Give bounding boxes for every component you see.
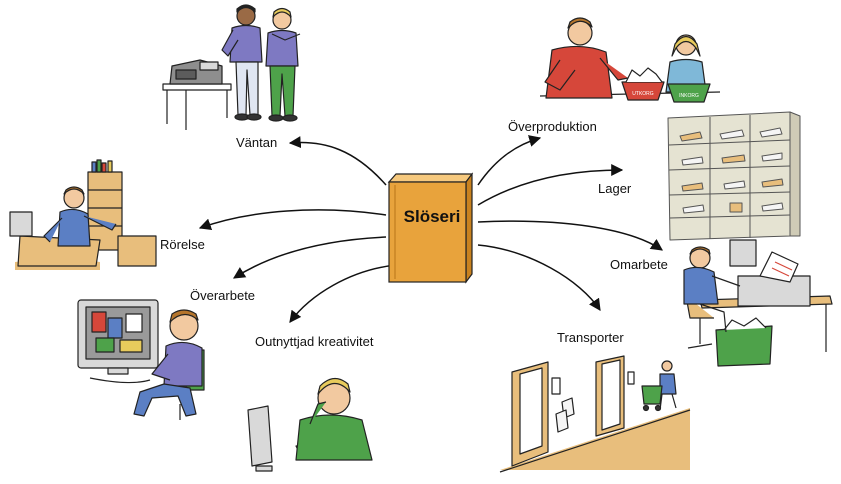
label-transporter: Transporter [557, 330, 624, 345]
illustration-transporter [499, 355, 691, 473]
illustration-lager [667, 111, 801, 241]
arrows [198, 135, 663, 323]
illustration-vantan [162, 4, 301, 130]
utkorg-label: UTKORG [632, 91, 654, 97]
illustration-overproduktion: UTKORG INKORG [539, 17, 721, 103]
inkorg-label: INKORG [679, 93, 699, 99]
illustration-rorelse [9, 159, 157, 270]
arrow-outnyttjad [289, 264, 397, 323]
illustration-omarbete [683, 239, 833, 367]
illustration-overarbete [77, 299, 205, 420]
label-vantan: Väntan [236, 135, 278, 150]
arrow-lager [477, 164, 624, 206]
center-title: Slöseri [403, 207, 461, 226]
label-overproduktion: Överproduktion [508, 119, 597, 134]
label-omarbete: Omarbete [610, 257, 668, 272]
label-outnyttjad: Outnyttjad kreativitet [255, 334, 374, 349]
arrow-transporter [477, 244, 601, 311]
illustration-outnyttjad [247, 377, 373, 472]
label-overarbete: Överarbete [190, 288, 256, 303]
arrow-overproduktion [477, 135, 542, 186]
arrow-omarbete [477, 220, 663, 251]
arrow-rorelse [198, 209, 387, 230]
label-rorelse: Rörelse [160, 237, 205, 252]
arrow-overarbete [232, 236, 387, 279]
arrow-vantan [288, 136, 387, 186]
label-lager: Lager [598, 181, 632, 196]
central-book [387, 172, 474, 284]
